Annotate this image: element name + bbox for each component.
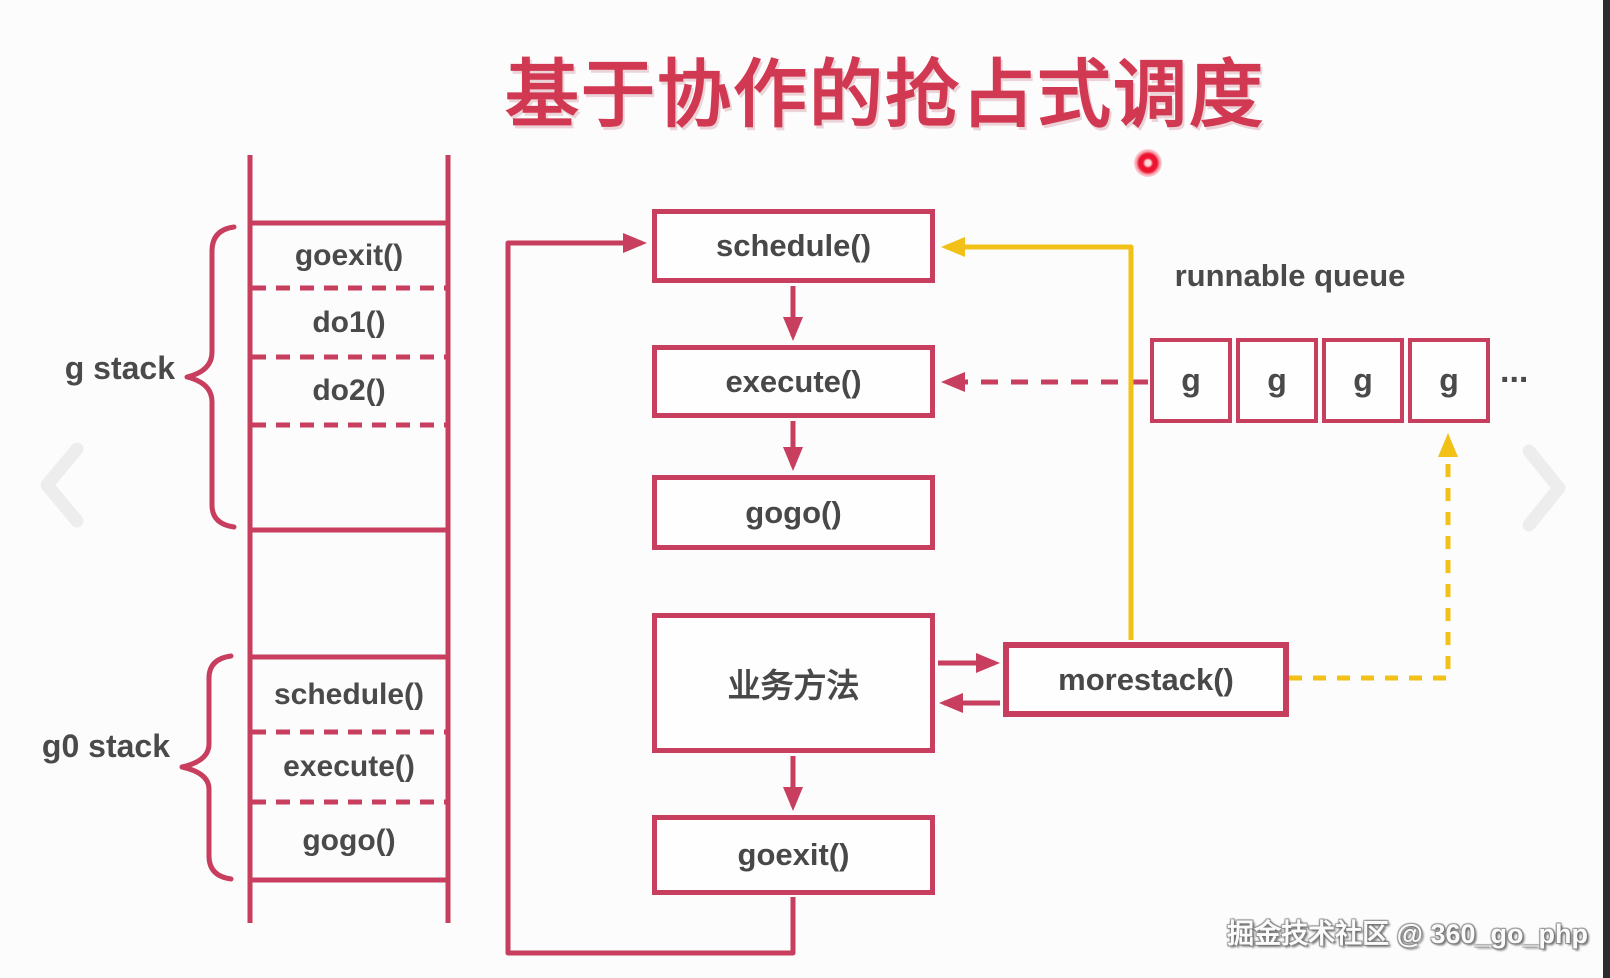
g0-stack-brace: [179, 653, 234, 882]
g-stack-label: g stack: [64, 350, 175, 386]
g0-stack-label: g0 stack: [41, 728, 170, 764]
laser-pointer-dot: [1134, 149, 1162, 177]
queue-cell-g: g: [1150, 338, 1232, 423]
g-stack-brace: [184, 224, 237, 530]
queue-ellipsis: ...: [1500, 352, 1529, 390]
watermark: 掘金技术社区 @ 360_go_php: [1227, 919, 1588, 949]
stack-cell-do2: do2(): [312, 374, 386, 407]
stack-cell-gogo: gogo(): [302, 824, 396, 857]
runnable-queue-label: runnable queue: [1174, 258, 1406, 293]
page-title: 基于协作的抢占式调度: [505, 53, 1265, 136]
stack-cell-do1: do1(): [312, 305, 386, 339]
flow-box-schedule: schedule(): [652, 209, 935, 283]
loop-goexit-to-schedule: [505, 233, 796, 956]
stack-cell-schedule: schedule(): [273, 677, 425, 711]
chevron-right-icon[interactable]: [1522, 444, 1566, 532]
flow-box-execute: execute(): [652, 345, 935, 418]
flow-box-business-method: 业务方法: [652, 613, 935, 753]
stack-cell-goexit: goexit(): [294, 238, 404, 272]
flow-box-goexit: goexit(): [652, 815, 935, 895]
queue-cell-g: g: [1408, 338, 1490, 423]
flow-box-gogo: gogo(): [652, 475, 935, 550]
video-edge-strip: [1603, 0, 1610, 978]
queue-cell-g: g: [1236, 338, 1318, 423]
queue-cell-g: g: [1322, 338, 1404, 423]
stack-cell-execute: execute(): [283, 750, 415, 783]
chevron-left-icon[interactable]: [40, 442, 84, 528]
flow-box-morestack: morestack(): [1003, 642, 1289, 717]
yellow-dashed-arrow-morestack-to-queue: [1289, 433, 1458, 681]
yellow-arrow-morestack-to-schedule: [941, 237, 1134, 640]
stack-rails: [247, 155, 451, 923]
